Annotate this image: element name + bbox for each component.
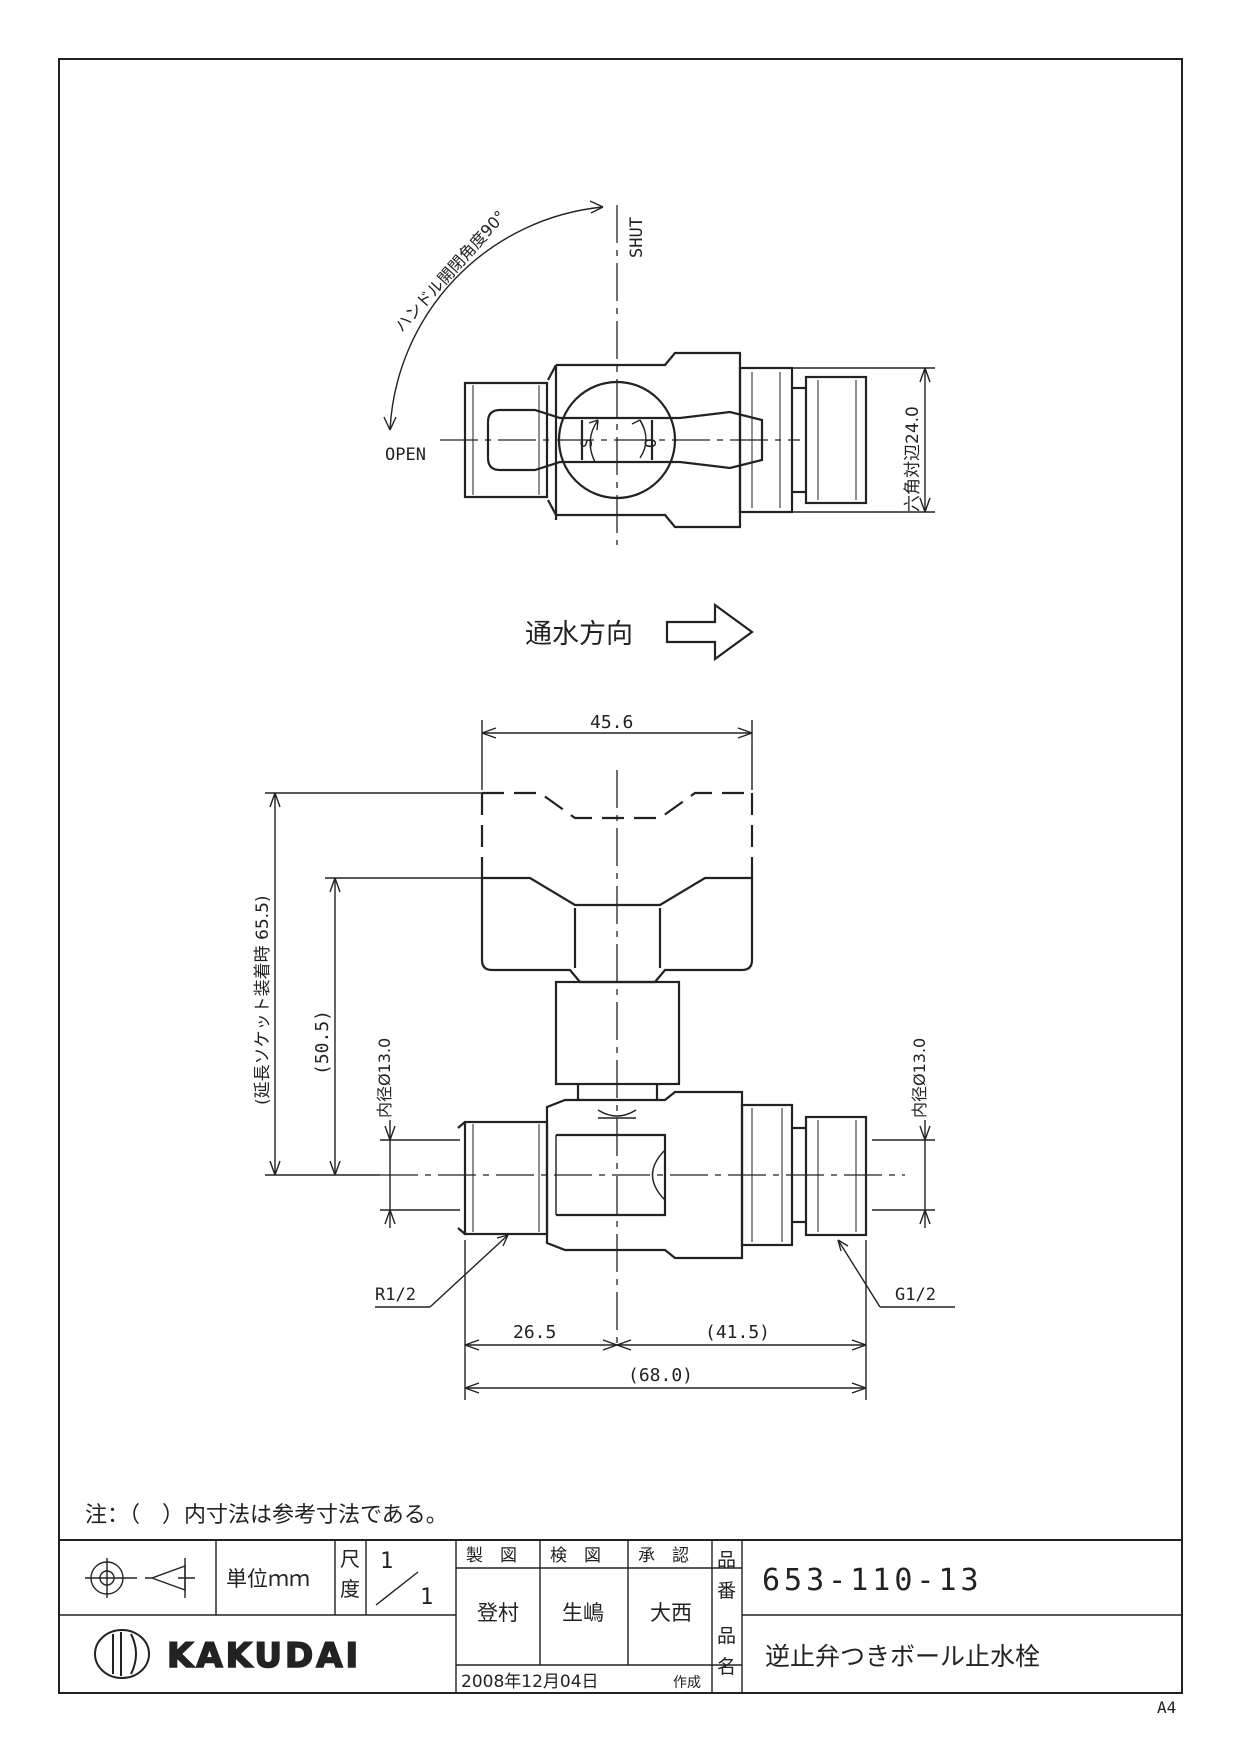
approved-by: 大西: [650, 1601, 692, 1625]
drawn-header: 製 図: [466, 1546, 517, 1566]
kakudai-logo: KAKUDAI: [94, 1629, 361, 1679]
dim-handle-width: 45.6: [590, 712, 633, 733]
scale-label-2: 度: [340, 1577, 360, 1601]
reference-note: 注：（ ）内寸法は参考寸法である。: [85, 1503, 448, 1528]
partno-label-1: 品: [717, 1549, 736, 1571]
dim-total-length: (68.0): [628, 1365, 693, 1386]
scale-label-1: 尺: [340, 1547, 360, 1571]
flow-arrow-icon: [665, 602, 754, 662]
approved-header: 承 認: [638, 1546, 689, 1566]
mark-o: O: [641, 438, 660, 448]
scale-num: 1: [380, 1549, 393, 1574]
scale-den: 1: [420, 1585, 433, 1610]
projection-symbol-icon: [85, 1558, 195, 1598]
front-view: 45.6 (延長ソケット装着時 65.5) (50.5) 内径Ø13.0 内径Ø…: [253, 712, 955, 1400]
paper-size: A4: [1157, 1698, 1176, 1717]
dim-ext-height: (延長ソケット装着時 65.5): [253, 895, 273, 1105]
drawn-by: 登村: [477, 1601, 519, 1625]
dim-inner-right: 内径Ø13.0: [910, 1038, 929, 1118]
open-label: OPEN: [385, 445, 426, 465]
dim-left-length: 26.5: [513, 1322, 556, 1343]
flow-direction: 通水方向: [525, 602, 754, 662]
title-block: 単位ｍｍ 尺 度 1 1 製 図 検 図 承 認 登村 生嶋 大西 2008年1…: [58, 1539, 1183, 1694]
part-number: 653-110-13: [762, 1563, 983, 1598]
flow-label: 通水方向: [525, 619, 633, 650]
thread-right-label: G1/2: [895, 1285, 936, 1305]
checked-header: 検 図: [550, 1546, 601, 1566]
unit-label: 単位ｍｍ: [226, 1567, 310, 1591]
date-suffix: 作成: [673, 1675, 701, 1691]
shut-label: SHUT: [627, 217, 647, 258]
name-label-2: 名: [717, 1656, 736, 1678]
name-label-1: 品: [717, 1625, 736, 1647]
dim-right-length: (41.5): [705, 1322, 770, 1343]
thread-left-label: R1/2: [375, 1285, 416, 1305]
mark-s: S: [577, 438, 596, 448]
drawing-date: 2008年12月04日: [461, 1672, 599, 1692]
partno-label-2: 番: [717, 1580, 736, 1602]
drawing-border: [58, 58, 1183, 1694]
logo-text: KAKUDAI: [167, 1636, 361, 1676]
angle-note: ハンドル開閉角度90°: [391, 207, 510, 336]
dim-inner-left: 内径Ø13.0: [375, 1038, 394, 1118]
dim-height: (50.5): [312, 1010, 333, 1075]
hex-note: 六角対辺24.0: [903, 406, 923, 512]
part-name: 逆止弁つきボール止水栓: [765, 1642, 1040, 1671]
top-view: SHUT OPEN ハンドル開閉角度90° S O 六角対辺24.0: [383, 200, 935, 545]
checked-by: 生嶋: [562, 1601, 604, 1625]
